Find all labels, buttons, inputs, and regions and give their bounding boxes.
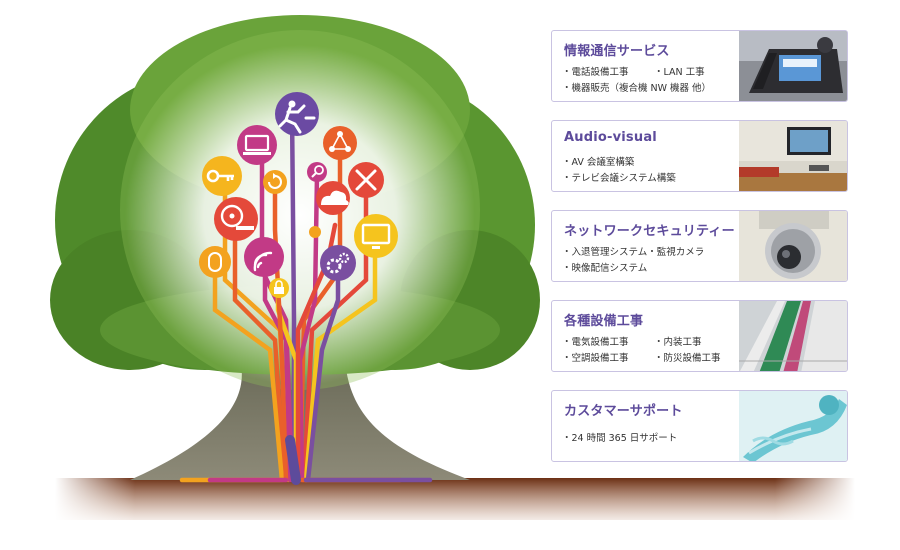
service-item: ・AV 会議室構築 — [562, 157, 635, 168]
wifi-icon — [244, 237, 284, 277]
cable-trays-photo — [739, 301, 847, 371]
network-icon — [323, 126, 357, 160]
gears-icon — [320, 245, 356, 281]
display-icon — [354, 214, 398, 258]
service-card: 情報通信サービス・電話設備工事 ・LAN 工事・機器販売（複合機 NW 機器 他） — [551, 30, 848, 102]
mouse-icon — [199, 246, 231, 278]
conference-room-photo — [739, 121, 847, 191]
service-card: カスタマーサポート・24 時間 365 日サポート — [551, 390, 848, 462]
service-items: ・24 時間 365 日サポート — [562, 431, 677, 447]
service-card: ネットワークセキュリティー・入退管理システム・監視カメラ・映像配信システム — [551, 210, 848, 282]
bar-chart-icon — [309, 226, 321, 238]
refresh-icon — [263, 170, 287, 194]
service-items: ・電気設備工事 ・内装工事・空調設備工事 ・防災設備工事 — [562, 335, 721, 367]
service-item-row: ・機器販売（複合機 NW 機器 他） — [562, 81, 711, 97]
service-item: ・電話設備工事 — [562, 67, 629, 78]
service-item: ・電気設備工事 — [562, 337, 629, 348]
service-title: 各種設備工事 — [564, 314, 644, 329]
service-item-row: ・入退管理システム・監視カメラ — [562, 245, 704, 261]
service-title: Audio-visual — [564, 130, 657, 145]
service-item-row: ・電話設備工事 ・LAN 工事 — [562, 65, 711, 81]
tools-icon — [348, 162, 384, 198]
service-item-row: ・電気設備工事 ・内装工事 — [562, 335, 721, 351]
service-item: ・LAN 工事 — [654, 67, 705, 78]
service-title: カスタマーサポート — [564, 404, 683, 419]
service-card: 各種設備工事・電気設備工事 ・内装工事・空調設備工事 ・防災設備工事 — [551, 300, 848, 372]
key-icon — [202, 156, 242, 196]
service-item: ・テレビ会議システム構築 — [562, 173, 676, 184]
desk-phone-photo — [739, 31, 847, 101]
service-item: ・入退管理システム・監視カメラ — [562, 247, 705, 258]
telephone-handset-photo — [739, 391, 847, 461]
search-icon — [307, 162, 327, 182]
lock-icon — [269, 278, 289, 298]
film-reel-icon — [214, 197, 258, 241]
service-title: ネットワークセキュリティー — [564, 224, 735, 239]
monitor-icon — [237, 125, 277, 165]
service-item: ・映像配信システム — [562, 263, 648, 274]
service-items: ・入退管理システム・監視カメラ・映像配信システム — [562, 245, 704, 277]
service-item: ・内装工事 — [654, 337, 702, 348]
service-item: ・防災設備工事 — [654, 353, 721, 364]
ground — [55, 478, 855, 520]
service-items: ・電話設備工事 ・LAN 工事・機器販売（複合機 NW 機器 他） — [562, 65, 711, 97]
service-item-row: ・空調設備工事 ・防災設備工事 — [562, 351, 721, 367]
service-item: ・機器販売（複合機 NW 機器 他） — [562, 83, 712, 94]
service-item: ・24 時間 365 日サポート — [562, 433, 678, 444]
runner-icon — [275, 92, 319, 136]
service-items: ・AV 会議室構築・テレビ会議システム構築 — [562, 155, 676, 187]
service-item-row: ・映像配信システム — [562, 261, 704, 277]
service-card: Audio-visual ・AV 会議室構築・テレビ会議システム構築 — [551, 120, 848, 192]
service-item-row: ・テレビ会議システム構築 — [562, 171, 676, 187]
branch-lines — [179, 107, 433, 485]
service-title: 情報通信サービス — [564, 44, 670, 59]
service-item-row: ・AV 会議室構築 — [562, 155, 676, 171]
service-item: ・空調設備工事 — [562, 353, 629, 364]
service-item-row: ・24 時間 365 日サポート — [562, 431, 677, 447]
security-camera-photo — [739, 211, 847, 281]
cloud-icon — [316, 181, 350, 215]
